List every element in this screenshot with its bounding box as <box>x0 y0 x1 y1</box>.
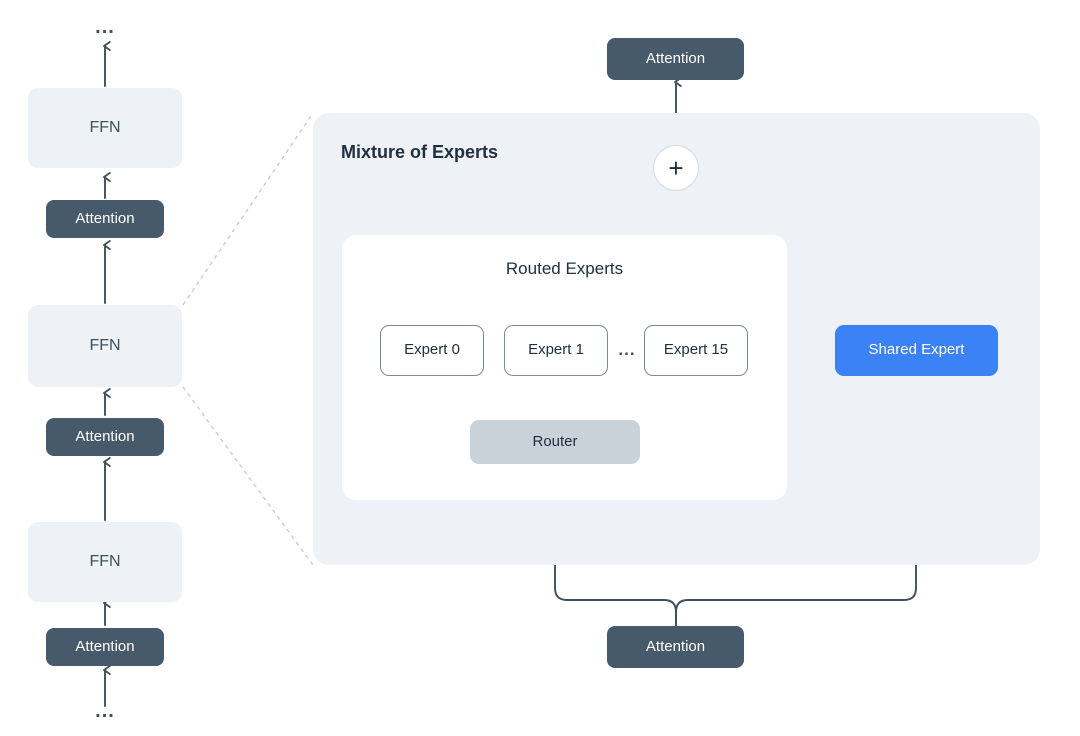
routed-experts-title: Routed Experts <box>505 259 624 278</box>
expert-box-15[interactable]: Expert 15 <box>644 325 748 376</box>
attention-block-middle[interactable]: Attention <box>46 418 164 456</box>
attention-block-lower[interactable]: Attention <box>46 628 164 666</box>
moe-input-attention[interactable]: Attention <box>607 626 744 668</box>
router-box[interactable]: Router <box>470 420 640 464</box>
ffn-block-highlighted[interactable]: FFN <box>28 305 182 387</box>
expert-box-0[interactable]: Expert 0 <box>380 325 484 376</box>
moe-output-attention[interactable]: Attention <box>607 38 744 80</box>
ffn-block-top[interactable]: FFN <box>28 88 182 168</box>
zoom-connector-lines <box>182 112 314 566</box>
shared-expert-box[interactable]: Shared Expert <box>835 325 998 376</box>
mixture-of-experts-title: Mixture of Experts <box>341 142 499 162</box>
stack-top-ellipsis: ... <box>95 16 115 38</box>
attention-block-upper[interactable]: Attention <box>46 200 164 238</box>
ffn-block-bottom[interactable]: FFN <box>28 522 182 602</box>
sum-combine-node: + <box>653 145 699 191</box>
expert-box-1[interactable]: Expert 1 <box>504 325 608 376</box>
stack-bottom-ellipsis: ... <box>95 700 115 722</box>
expert-list-ellipsis: ... <box>618 339 636 359</box>
